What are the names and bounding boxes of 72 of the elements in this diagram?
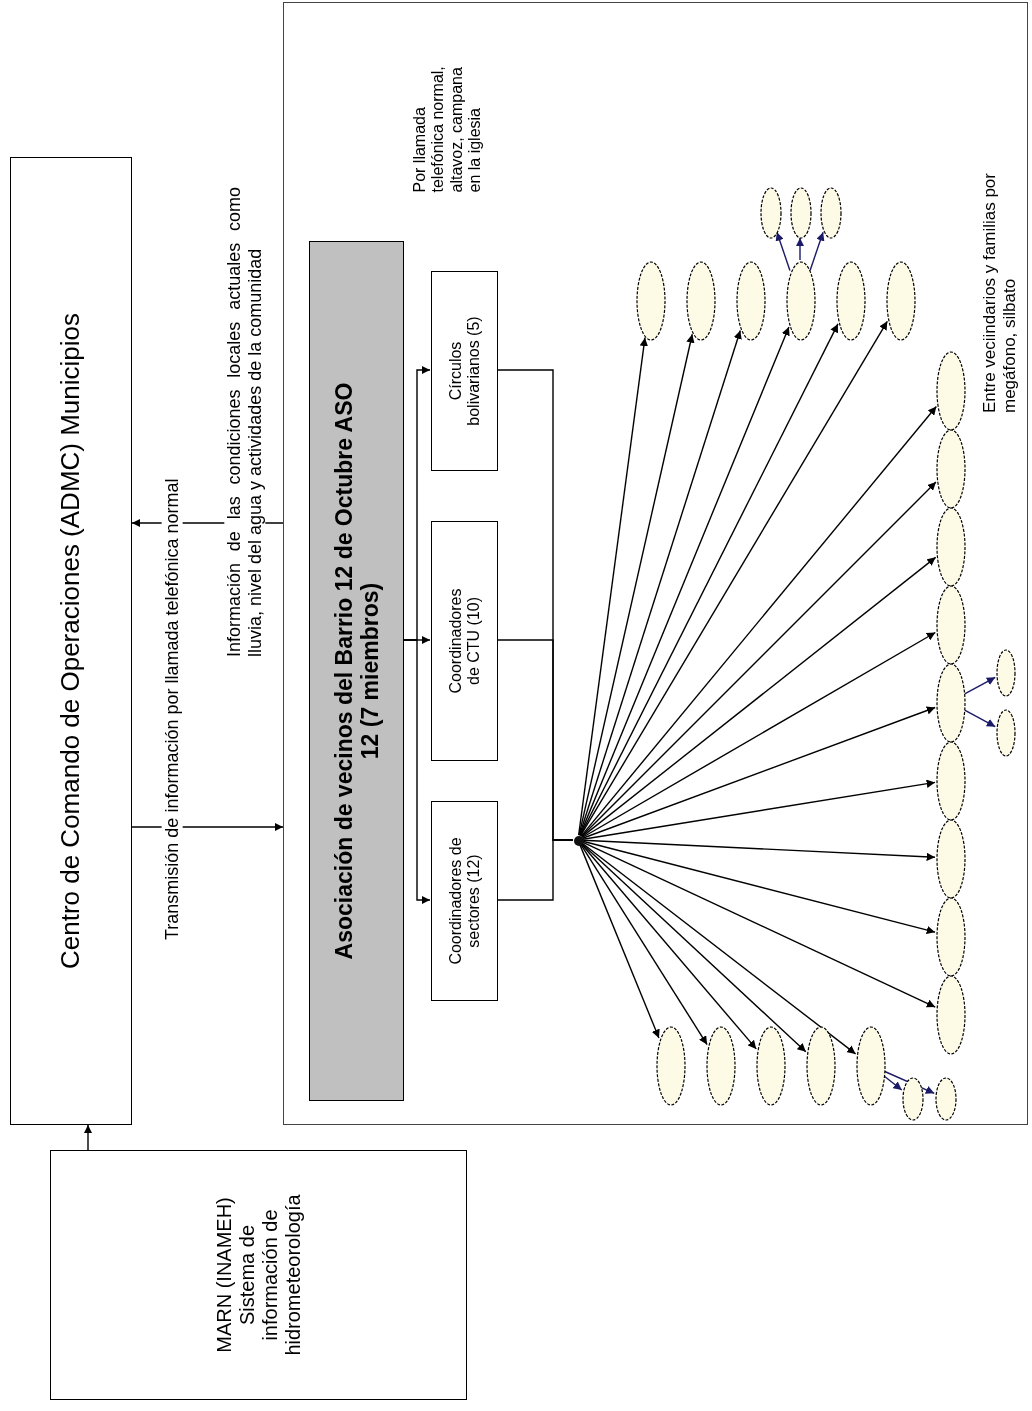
arrow [580, 842, 807, 1053]
process-box [431, 521, 498, 761]
arrow [579, 320, 888, 837]
ellipse-node [936, 585, 966, 665]
arrow [581, 841, 936, 1008]
box-label: Coordinadores de CTU (10) [446, 587, 483, 696]
arrow [577, 337, 649, 836]
ellipse-node [936, 429, 966, 509]
arrow [578, 333, 695, 836]
edge-label: Información de las condiciones locales actuales como lluvia, nivel del agua y actividades de la comunidad [224, 187, 266, 657]
arrow [83, 1124, 93, 1151]
ellipse-node [790, 187, 812, 239]
ellipse-node [820, 187, 842, 239]
ellipse-node [936, 351, 966, 431]
group-frame [283, 2, 1028, 1125]
arrow [579, 323, 839, 837]
ellipse-node [706, 1026, 736, 1106]
box-label: MARN (INAMEH) Sistema de información de hidrometeorología [212, 1193, 305, 1358]
ellipse-node [836, 261, 866, 341]
ellipse-node [636, 261, 666, 341]
box-label: Asociación de vecinos del Barrio 12 de Octubre ASO 12 (7 miembros) [330, 381, 383, 962]
arrow [582, 839, 936, 862]
note-text: Por llamada telefónica normal, altavoz, campana en la iglesia [411, 65, 485, 193]
ellipse-node [902, 1077, 924, 1121]
arrow [582, 779, 936, 840]
ellipse-node [996, 709, 1016, 757]
connector-line [496, 369, 574, 841]
ellipse-node [936, 741, 966, 821]
box-label: Coordinadores de sectores (12) [446, 836, 483, 967]
ellipse-node [686, 261, 716, 341]
arrow [580, 481, 937, 838]
ellipse-node [736, 261, 766, 341]
association-box [309, 241, 404, 1101]
arrow [579, 326, 790, 837]
arrow [580, 843, 757, 1050]
ellipse-node [936, 819, 966, 899]
arrow [795, 237, 805, 261]
ellipse-node [856, 1026, 886, 1106]
ellipse-node [886, 261, 916, 341]
arrow [581, 556, 937, 838]
arrow [581, 631, 937, 839]
process-box [10, 157, 132, 1125]
box-label: Centro de Comando de Operaciones (ADMC) Municipios [56, 312, 86, 970]
arrow [402, 365, 431, 641]
box-label: Círculos bolivarianos (5) [446, 315, 483, 428]
ellipse-node [936, 897, 966, 977]
arrow [582, 706, 936, 839]
arrow [579, 843, 660, 1039]
arrow [964, 676, 996, 695]
note-text: Entre veciindarios y familias por megáfono, silbato [980, 172, 1020, 413]
arrow [579, 843, 708, 1046]
arrow [964, 709, 996, 728]
arrow [578, 329, 742, 836]
process-box [50, 1150, 467, 1400]
process-box [431, 801, 498, 1001]
ellipse-node [936, 975, 966, 1055]
ellipse-node [936, 663, 966, 743]
arrow [809, 231, 825, 272]
arrow [580, 405, 938, 837]
ellipse-node [996, 649, 1016, 697]
arrow [581, 842, 857, 1055]
ellipse-node [760, 187, 782, 239]
arrow [775, 231, 791, 272]
ellipse-node [935, 1077, 957, 1121]
ellipse-node [756, 1026, 786, 1106]
ellipse-node [806, 1026, 836, 1106]
junction-dot [574, 836, 584, 846]
ellipse-node [656, 1026, 686, 1106]
ellipse-node [786, 261, 816, 341]
ellipse-node [936, 507, 966, 587]
arrow [582, 840, 936, 935]
process-box [431, 271, 498, 471]
